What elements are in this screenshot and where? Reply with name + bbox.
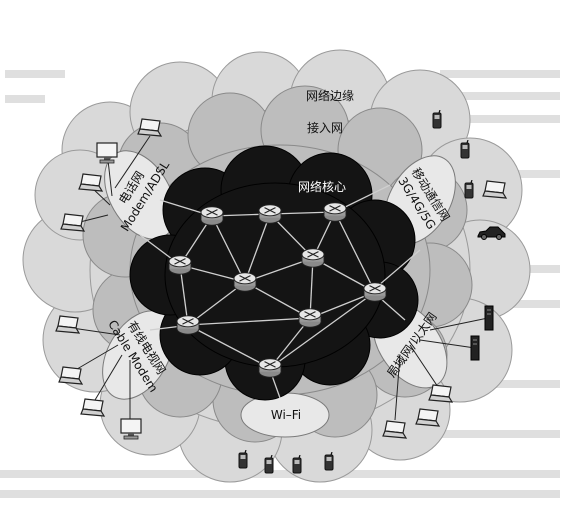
wifi-label: Wi–Fi: [271, 408, 301, 422]
mobile-phone-icon: [292, 455, 302, 474]
desktop-computer-icon: [96, 142, 118, 164]
access-network-label: 接入网: [307, 120, 343, 135]
network-core-label: 网络核心: [298, 179, 346, 194]
core-link: [334, 211, 376, 293]
mobile-phone-icon: [432, 110, 442, 129]
server-icon: [470, 335, 480, 361]
mobile-phone-icon: [238, 450, 248, 469]
core-link: [244, 213, 271, 283]
laptop-icon: [55, 315, 80, 334]
laptop-icon: [428, 384, 453, 403]
mobile-phone-icon: [460, 140, 470, 159]
router-icon: [323, 202, 347, 222]
router-icon: [168, 255, 192, 275]
core-link: [179, 264, 189, 326]
router-icon: [363, 282, 387, 302]
router-icon: [176, 315, 200, 335]
laptop-icon: [415, 408, 440, 427]
laptop-icon: [482, 180, 507, 199]
core-link: [244, 281, 311, 319]
laptop-icon: [80, 398, 105, 417]
core-link: [187, 281, 246, 326]
mobile-phone-icon: [324, 452, 334, 471]
router-icon: [258, 358, 282, 378]
network-edge-label: 网络边缘: [306, 88, 354, 103]
core-link: [211, 215, 246, 283]
mobile-phone-icon: [264, 455, 274, 474]
core-link: [269, 291, 376, 369]
router-icon: [258, 204, 282, 224]
desktop-computer-icon: [120, 418, 142, 440]
laptop-icon: [60, 213, 85, 232]
mobile-phone-icon: [464, 180, 474, 199]
core-link: [187, 324, 271, 369]
laptop-icon: [58, 366, 83, 385]
router-icon: [233, 272, 257, 292]
server-icon: [484, 305, 494, 331]
core-link: [309, 257, 314, 319]
end-device-links: [71, 135, 489, 421]
core-link: [187, 317, 311, 326]
network-core-cloud: [129, 145, 419, 401]
router-icon: [301, 248, 325, 268]
router-icon: [298, 308, 322, 328]
laptop-icon: [78, 173, 103, 192]
laptop-icon: [137, 118, 162, 137]
laptop-icon: [382, 420, 407, 439]
router-icon: [200, 206, 224, 226]
